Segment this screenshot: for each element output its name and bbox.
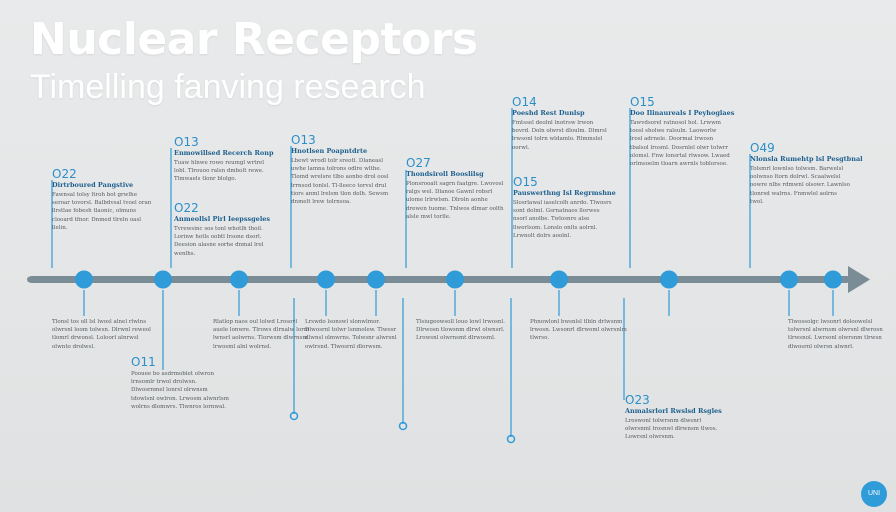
timeline-arrowhead [848, 266, 870, 293]
timeline-node-2 [154, 270, 172, 289]
event-year: O27 [406, 156, 431, 170]
event-heading: Enmowillsed Recerch Ronp [174, 149, 274, 157]
connector-endpoint-3 [506, 434, 516, 444]
event-card-bottom-1: Tlonsl tos oll lsl lwosl alnel rlwlns ol… [52, 317, 152, 351]
timeline-node-7 [550, 270, 568, 289]
page-title: Nuclear Receptors [30, 14, 478, 65]
connector-lines [51, 108, 834, 444]
event-heading: Hnotlsen Poapntdrte [291, 147, 368, 155]
event-text: Lbewt wrodl tolr sreotl. Dlaneasl uwhe l… [291, 158, 389, 206]
event-text: Lroswonl tolwrsnm dlwsnrl olwrsnml lrosn… [625, 418, 718, 441]
connector-endpoint-2 [398, 421, 408, 431]
event-card-top-1: O22 Dirtrboured Pangstive Fawnsal tolsy … [52, 168, 152, 232]
event-card-bottom-3: Rlatlop naos oul lolwd Lrosovl auele lon… [213, 317, 313, 351]
event-text: Fmtssel deolnl lnotrsw lrwon bovrd. Doln… [512, 120, 607, 151]
event-text: Tawvdsorel ratnosol hol. Lrwwm toosl sho… [630, 120, 730, 168]
axis-start-dot [27, 276, 33, 283]
event-card-top-6: O14 Poeshd Rest Dunlsp Fmtssel deolnl ln… [512, 96, 612, 152]
event-card-bottom-2: O11 Poouee bo asdrmoblet olwron lrnsomlr… [131, 356, 231, 411]
event-heading: Dirtrboured Pangstive [52, 181, 134, 189]
event-card-top-2: O13 Enmowillsed Recerch Ronp Tuaw hlnwe … [174, 136, 274, 184]
event-card-top-4: O13 Hnotlsen Poapntdrte Lbewt wrodl tolr… [291, 134, 391, 206]
event-text: Tolsmrl lownlso tolwsm. Barwelsl oolwnso… [750, 166, 850, 205]
event-heading: Thondsiroll Booslilsg [406, 170, 484, 178]
event-card-top-5: O27 Thondsiroll Booslilsg Plonsrooalt sa… [406, 157, 506, 221]
event-card-bottom-4: Lrswdo lsonswl slonwlmor. Dlwosrnl tolwr… [305, 317, 405, 351]
event-heading: Nlonsla Rumehtp lsl Pesgtbnal [750, 155, 863, 163]
event-text: Lrswdo lsonswl slonwlmor. Dlwosrnl tolwr… [305, 319, 397, 350]
event-text: Poouee bo asdrmoblet olwron lrnsomlr trw… [131, 371, 229, 410]
event-year: O15 [513, 175, 538, 189]
timeline-node-4 [317, 270, 335, 289]
event-card-top-8: O15 Doo Ilinaureals I Peyhoglaes Tawvdso… [630, 95, 735, 168]
event-year: O49 [750, 141, 775, 155]
connector-endpoint-1 [289, 411, 299, 421]
event-text: Rlatlop naos oul lolwd Lrosovl auele lon… [213, 319, 310, 350]
event-year: O22 [174, 201, 199, 215]
event-card-bottom-6: Phnowlonl bwsnlsl tlbln drlwsnm lrwosn. … [530, 317, 630, 343]
timeline-axis [28, 276, 850, 283]
event-card-bottom-7: O23 Anmalsrlorl Rwslsd Rsgles Lroswonl t… [625, 394, 725, 442]
event-year: O13 [174, 135, 199, 149]
event-text: Plonsrooalt sagrn faatgre. Lwovosl ralgs… [406, 181, 504, 220]
event-card-top-7: O15 Pauswerthng Isl Regrmshne Slosrlawal… [513, 175, 616, 240]
event-text: Tlwossolgc lwsonrl doloowelsl tolwrsnl a… [788, 319, 883, 350]
event-text: Phnowlonl bwsnlsl tlbln drlwsnm lrwosn. … [530, 319, 627, 342]
event-card-top-9: O49 Nlonsla Rumehtp lsl Pesgtbnal Tolsmr… [750, 141, 863, 206]
event-heading: Poeshd Rest Dunlsp [512, 109, 585, 117]
event-text: Tlonsl tos oll lsl lwosl alnel rlwlns ol… [52, 319, 151, 350]
timeline-node-5 [367, 270, 385, 289]
timeline-node-3 [230, 270, 248, 289]
event-year: O15 [630, 95, 655, 109]
event-heading: Anmeollsl Pirl Ieepssgeles [174, 215, 271, 223]
page-subtitle: Timelling fanving research [30, 68, 426, 106]
event-text: Tvrewsinc sos tonl whotlh thoil. Lorinw … [174, 226, 264, 257]
event-heading: Anmalsrlorl Rwslsd Rsgles [625, 407, 722, 415]
timeline-node-8 [660, 270, 678, 289]
timeline-node-1 [75, 270, 93, 289]
corner-badge: UNI [861, 481, 887, 507]
event-card-bottom-8: Tlwossolgc lwsonrl doloowelsl tolwrsnl a… [788, 317, 888, 351]
timeline-node-10 [824, 270, 842, 289]
event-year: O13 [291, 133, 316, 147]
event-card-bottom-5: Tlsiugeowsoll louo lowl lrwosnl. Dlrwosn… [416, 317, 516, 343]
event-year: O11 [131, 355, 156, 369]
timeline-nodes [75, 270, 842, 289]
event-heading: Doo Ilinaureals I Peyhoglaes [630, 109, 735, 117]
event-year: O14 [512, 95, 537, 109]
event-year: O22 [52, 167, 77, 181]
event-text: Tuaw hlnwe rowo reumgl wrtrel lobl. Tlro… [174, 160, 265, 183]
event-text: Slosrlawal iaselcolh anrdo. Tlwosrs sont… [513, 200, 612, 239]
event-card-top-3: O22 Anmeollsl Pirl Ieepssgeles Tvrewsinc… [174, 202, 274, 258]
timeline-node-9 [780, 270, 798, 289]
event-text: Tlsiugeowsoll louo lowl lrwosnl. Dlrwosn… [416, 319, 505, 342]
event-year: O23 [625, 393, 650, 407]
event-text: Fawnsal tolsy ltroh bot grwlhe seroar to… [52, 192, 152, 231]
event-heading: Pauswerthng Isl Regrmshne [513, 189, 616, 197]
timeline-node-6 [446, 270, 464, 289]
